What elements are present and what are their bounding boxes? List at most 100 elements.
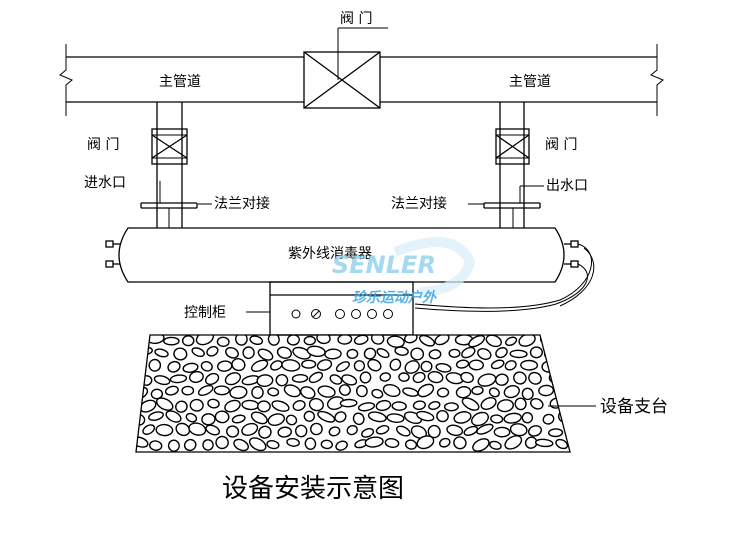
stone (485, 335, 502, 348)
stone (371, 388, 384, 399)
stone (155, 423, 174, 437)
stone (509, 423, 528, 437)
stone (267, 335, 280, 346)
stone (375, 425, 390, 435)
stone (292, 346, 311, 360)
stone (185, 412, 198, 423)
stone (439, 437, 451, 448)
stone (250, 411, 268, 425)
stone (165, 410, 182, 423)
stone (530, 398, 544, 410)
stone (528, 371, 542, 385)
stone (149, 440, 163, 451)
stone (200, 360, 213, 372)
label-valve-top: 阀 门 (340, 11, 372, 27)
stone (416, 410, 435, 422)
stone (183, 438, 197, 452)
stone (394, 346, 409, 356)
stone (140, 375, 153, 386)
stone (480, 397, 497, 410)
stone (363, 347, 377, 360)
stone (420, 360, 433, 373)
stone (225, 346, 239, 359)
pipe-break-right (650, 44, 664, 116)
stone (453, 411, 472, 424)
stone (248, 437, 267, 452)
stone (329, 374, 343, 385)
branch-left (140, 102, 212, 228)
stone (267, 413, 286, 426)
stone (154, 348, 169, 358)
stone (461, 346, 476, 359)
cabinet-light (383, 309, 393, 319)
stone (504, 435, 523, 450)
stone (136, 335, 145, 346)
watermark-brand: SENLER (332, 251, 436, 279)
stone (427, 424, 441, 439)
stone (355, 384, 368, 398)
stone (316, 359, 333, 371)
stone (353, 360, 366, 372)
stone (564, 427, 570, 439)
stone (215, 435, 229, 450)
stone (495, 373, 509, 386)
stone (364, 436, 384, 448)
stone (249, 335, 264, 346)
stone (434, 335, 450, 346)
stone (412, 371, 426, 384)
stone (206, 345, 219, 357)
stone (443, 402, 459, 412)
stone (453, 436, 467, 450)
stone (136, 436, 149, 448)
label-inlet: 进水口 (84, 175, 126, 191)
stone (446, 424, 464, 437)
stone (303, 410, 315, 422)
stone (207, 398, 220, 409)
stone (555, 335, 570, 346)
stone (202, 439, 214, 451)
stone (276, 346, 292, 359)
stone (359, 371, 372, 384)
stone (417, 383, 435, 398)
stone (277, 426, 292, 438)
valve-top (303, 27, 388, 109)
stone (148, 411, 164, 421)
stone (477, 373, 497, 387)
pipe-break-left (59, 44, 73, 116)
stone (231, 414, 246, 424)
stone (167, 360, 181, 373)
cabinet-light (335, 309, 345, 319)
stone (181, 335, 195, 347)
stone (242, 346, 255, 360)
stone (197, 384, 214, 396)
stone (382, 383, 401, 398)
stone (518, 335, 536, 347)
stone (435, 363, 452, 373)
stone (419, 335, 435, 347)
diagram-caption: 设备安装示意图 (222, 474, 404, 504)
stone (303, 335, 316, 346)
stone (561, 399, 570, 411)
stone (503, 412, 522, 424)
stone (395, 425, 411, 437)
stone (386, 335, 405, 348)
support-platform (135, 334, 596, 453)
stone (308, 371, 324, 384)
stone (404, 439, 418, 450)
stone (136, 386, 149, 400)
stone (367, 411, 387, 423)
stone (250, 359, 269, 373)
stone (509, 349, 528, 359)
stone (448, 348, 461, 358)
stone (334, 411, 347, 423)
stone (169, 374, 188, 384)
stone (175, 400, 188, 413)
stone (188, 370, 204, 384)
stone (317, 410, 336, 423)
stone (493, 426, 511, 438)
stone (476, 423, 494, 435)
stone (416, 435, 435, 450)
stone (471, 411, 489, 427)
